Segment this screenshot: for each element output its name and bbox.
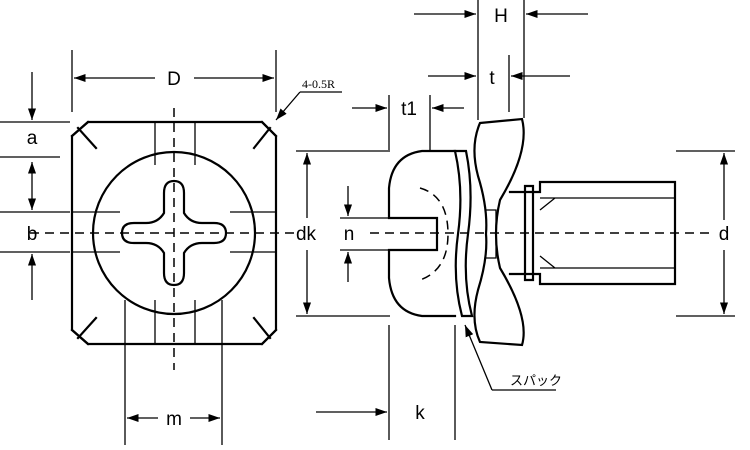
head-recess-hidden [419, 187, 449, 281]
label-part-note: スパック [510, 374, 562, 389]
dim-a-b: a b [0, 72, 70, 300]
label-radius-note: 4-0.5R [302, 77, 335, 91]
thread-lines [539, 197, 675, 269]
shank-collar [523, 184, 535, 282]
label-a: a [27, 128, 38, 149]
screw-shank [508, 180, 677, 286]
dim-k: k [316, 325, 456, 440]
label-k: k [415, 403, 425, 424]
dim-D: D [71, 50, 277, 112]
label-t1: t1 [401, 99, 417, 120]
dim-dk: dk [296, 150, 390, 317]
label-n: n [344, 224, 355, 245]
label-D: D [167, 69, 181, 90]
side-view [370, 117, 710, 347]
top-view [30, 108, 300, 370]
radius-note: 4-0.5R [275, 77, 342, 121]
part-leader: スパック [464, 324, 562, 391]
label-H: H [494, 6, 508, 27]
screw-head-profile [387, 149, 457, 318]
dim-t1: t1 [352, 95, 464, 150]
spring-washer [453, 149, 474, 318]
dim-H: H [414, 0, 588, 120]
label-t: t [489, 68, 495, 89]
dim-n: n [340, 186, 388, 282]
label-dk: dk [296, 224, 317, 245]
dim-m: m [124, 345, 223, 445]
label-m: m [166, 409, 182, 430]
corner-chamfer-marks [70, 120, 278, 346]
label-b: b [27, 224, 38, 245]
dim-t: t [428, 55, 570, 112]
square-washer-inner [486, 209, 497, 259]
dim-d: d [676, 150, 735, 317]
square-washer-side [473, 117, 525, 347]
label-d: d [719, 224, 730, 245]
